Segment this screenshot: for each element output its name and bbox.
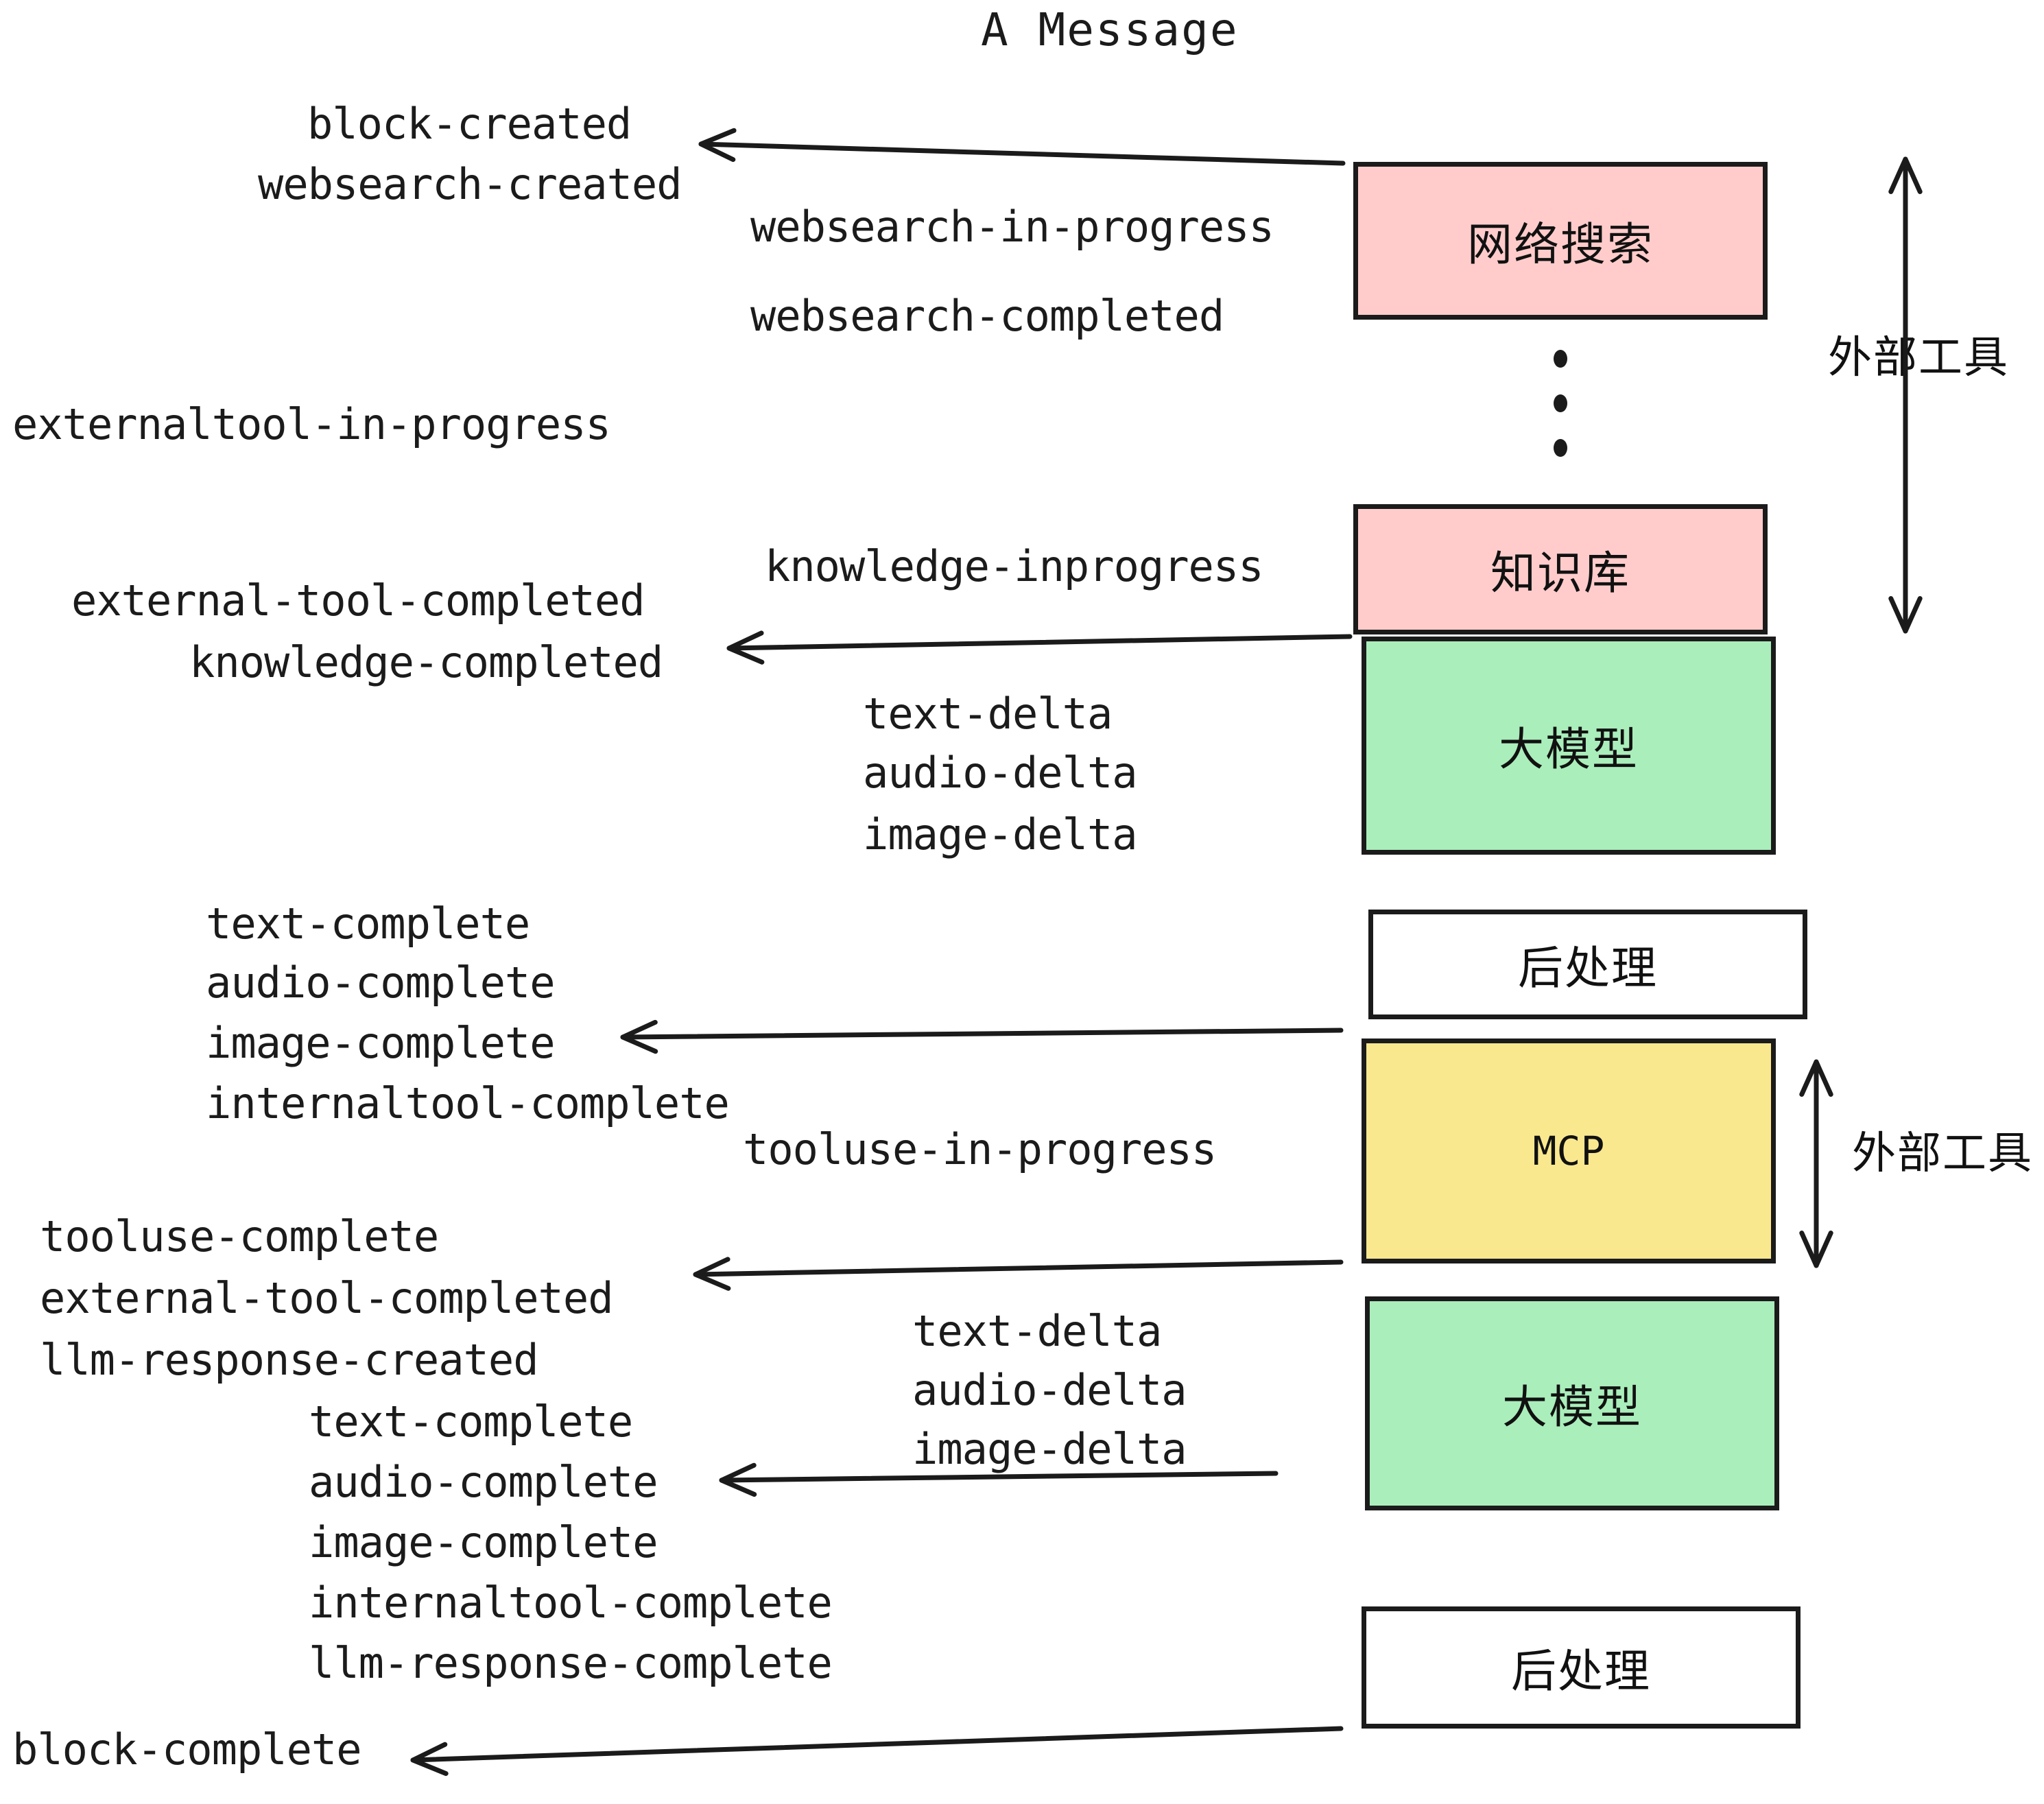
box-knowledge-base[interactable]: 知识库 bbox=[1353, 504, 1768, 634]
event-label-knowledge-inprogress: knowledge-inprogress bbox=[765, 541, 1264, 591]
event-label-text-delta-1: text-delta bbox=[863, 689, 1113, 739]
event-label-image-delta-2: image-delta bbox=[912, 1424, 1187, 1474]
box-web-search-label: 网络搜索 bbox=[1467, 218, 1654, 271]
event-label-image-complete-1: image-complete bbox=[206, 1018, 556, 1068]
arrow-block-complete-line bbox=[410, 1726, 1344, 1763]
event-label-internaltool-complete-2: internaltool-complete bbox=[309, 1578, 833, 1628]
arrow-tooluse-complete-line bbox=[693, 1259, 1344, 1277]
external-tool-arrow-upper-head-down bbox=[1888, 596, 1923, 634]
box-llm-second[interactable]: 大模型 bbox=[1365, 1296, 1779, 1510]
arrow-audio-complete-head bbox=[719, 1462, 757, 1497]
arrow-image-complete-line bbox=[620, 1028, 1344, 1040]
arrow-block-created-line bbox=[698, 141, 1346, 166]
event-label-websearch-created: websearch-created bbox=[258, 159, 682, 209]
event-label-audio-delta-1: audio-delta bbox=[863, 748, 1138, 798]
event-label-tooluse-complete: tooluse-complete bbox=[40, 1211, 439, 1261]
event-label-externaltool-in-progress: externaltool-in-progress bbox=[12, 399, 611, 449]
event-label-external-tool-completed-1: external-tool-completed bbox=[71, 575, 645, 626]
box-mcp-label: MCP bbox=[1532, 1128, 1605, 1174]
box-postprocess-first[interactable]: 后处理 bbox=[1368, 910, 1807, 1019]
event-label-text-complete-1: text-complete bbox=[206, 899, 530, 949]
event-label-block-created: block-created bbox=[307, 99, 632, 149]
external-tool-arrow-upper-head-up bbox=[1888, 156, 1923, 194]
side-label-external-tool-lower: 外部工具 bbox=[1852, 1128, 2033, 1179]
arrow-audio-complete-line bbox=[719, 1471, 1279, 1483]
event-label-llm-response-complete: llm-response-complete bbox=[309, 1638, 833, 1688]
arrow-block-complete-head bbox=[410, 1742, 449, 1777]
arrow-knowledge-completed-line bbox=[726, 634, 1353, 651]
event-label-text-delta-2: text-delta bbox=[912, 1306, 1162, 1356]
box-postprocess-first-label: 后处理 bbox=[1518, 942, 1658, 995]
ellipsis-dot-1 bbox=[1554, 350, 1567, 368]
box-llm-second-label: 大模型 bbox=[1502, 1381, 1642, 1434]
ellipsis-dot-3 bbox=[1554, 439, 1567, 457]
event-label-websearch-completed: websearch-completed bbox=[750, 291, 1224, 341]
box-web-search[interactable]: 网络搜索 bbox=[1353, 162, 1768, 320]
box-postprocess-second[interactable]: 后处理 bbox=[1362, 1606, 1801, 1729]
box-mcp[interactable]: MCP bbox=[1362, 1039, 1776, 1263]
event-label-image-delta-1: image-delta bbox=[863, 809, 1138, 859]
event-label-knowledge-completed: knowledge-completed bbox=[189, 637, 663, 687]
arrow-knowledge-completed-head bbox=[726, 630, 765, 665]
box-llm-first[interactable]: 大模型 bbox=[1362, 637, 1776, 855]
diagram-title: A Message bbox=[981, 3, 1239, 56]
side-label-external-tool-upper: 外部工具 bbox=[1828, 333, 2009, 383]
arrow-tooluse-complete-head bbox=[693, 1257, 731, 1291]
box-postprocess-second-label: 后处理 bbox=[1511, 1645, 1651, 1698]
box-llm-first-label: 大模型 bbox=[1499, 723, 1639, 776]
event-label-audio-complete-2: audio-complete bbox=[309, 1457, 658, 1507]
event-label-audio-delta-2: audio-delta bbox=[912, 1365, 1187, 1415]
event-label-websearch-in-progress: websearch-in-progress bbox=[750, 202, 1274, 252]
event-label-text-complete-2: text-complete bbox=[309, 1397, 633, 1447]
ellipsis-dot-2 bbox=[1554, 394, 1567, 412]
external-tool-arrow-lower-head-down bbox=[1799, 1231, 1833, 1268]
event-label-tooluse-in-progress: tooluse-in-progress bbox=[743, 1124, 1217, 1174]
box-knowledge-base-label: 知识库 bbox=[1490, 547, 1630, 600]
event-label-audio-complete-1: audio-complete bbox=[206, 958, 556, 1008]
event-label-llm-response-created: llm-response-created bbox=[40, 1335, 539, 1385]
event-label-external-tool-completed-2: external-tool-completed bbox=[40, 1273, 614, 1323]
event-label-block-complete: block-complete bbox=[12, 1724, 362, 1775]
external-tool-arrow-lower-head-up bbox=[1799, 1059, 1833, 1097]
arrow-block-created-head bbox=[698, 128, 737, 163]
event-label-internaltool-complete-1: internaltool-complete bbox=[206, 1078, 730, 1128]
arrow-image-complete-head bbox=[620, 1019, 658, 1054]
event-label-image-complete-2: image-complete bbox=[309, 1517, 658, 1567]
